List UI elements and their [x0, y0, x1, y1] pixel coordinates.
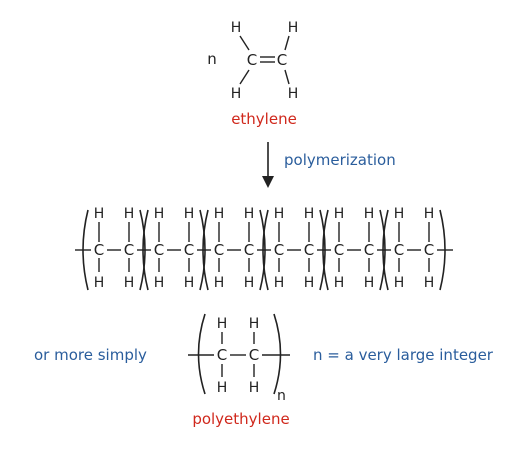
monomer-h-bottom-left: H: [231, 86, 242, 102]
ethylene-label: ethylene: [231, 110, 297, 128]
chain-h-bottom-11: H: [394, 275, 405, 291]
chain-h-bottom-5: H: [214, 275, 225, 291]
chain-h-top-6: H: [244, 206, 255, 222]
chain-paren-open-6: [382, 209, 389, 291]
monomer-bond-h-bl: [239, 69, 250, 85]
monomer-h-bottom-right: H: [288, 86, 299, 102]
reaction-arrow: [262, 142, 274, 188]
monomer-h-top-right: H: [288, 20, 299, 36]
chain-h-top-11: H: [394, 206, 405, 222]
chain-carbon-3: C: [154, 241, 164, 259]
chain-h-bottom-2: H: [124, 275, 135, 291]
chain-paren-open-2: [142, 209, 149, 291]
chain-carbon-8: C: [304, 241, 314, 259]
chain-carbon-1: C: [94, 241, 104, 259]
chain-h-bottom-6: H: [244, 275, 255, 291]
chain-carbon-4: C: [184, 241, 194, 259]
chain-h-top-9: H: [334, 206, 345, 222]
chain-h-top-12: H: [424, 206, 435, 222]
chain-carbon-2: C: [124, 241, 134, 259]
chain-carbon-7: C: [274, 241, 284, 259]
monomer-carbon-left: C: [247, 51, 257, 69]
unit-h-top-1: H: [217, 316, 228, 332]
unit-subscript-n: n: [277, 388, 286, 404]
repeat-unit-structure: H H C C H H n: [188, 313, 290, 404]
chain-h-top-3: H: [154, 206, 165, 222]
chain-h-bottom-4: H: [184, 275, 195, 291]
chain-h-bottom-10: H: [364, 275, 375, 291]
chain-h-top-1: H: [94, 206, 105, 222]
chain-h-bottom-7: H: [274, 275, 285, 291]
chain-paren-open-5: [322, 209, 329, 291]
chain-paren-close-6: [439, 209, 446, 291]
polyethylene-label: polyethylene: [192, 410, 289, 428]
chain-paren-close-5: [379, 209, 386, 291]
chain-paren-close-4: [319, 209, 326, 291]
monomer-coefficient: n: [207, 50, 217, 68]
monomer-h-top-left: H: [231, 20, 242, 36]
unit-h-bottom-2: H: [249, 380, 260, 396]
chain-paren-close-3: [259, 209, 266, 291]
monomer-bond-h-br: [284, 69, 290, 85]
polymerization-label: polymerization: [284, 151, 396, 169]
chain-paren-close-2: [199, 209, 206, 291]
chain-carbon-12: C: [424, 241, 434, 259]
unit-carbon-2: C: [249, 346, 259, 364]
monomer-bond-h-tl: [239, 35, 250, 51]
chain-paren-close-1: [139, 209, 146, 291]
chain-paren-open-1: [82, 209, 89, 291]
n-definition-text: n = a very large integer: [313, 346, 494, 364]
unit-h-top-2: H: [249, 316, 260, 332]
chain-paren-open-3: [202, 209, 209, 291]
chain-h-top-8: H: [304, 206, 315, 222]
chain-h-top-2: H: [124, 206, 135, 222]
chain-h-top-5: H: [214, 206, 225, 222]
chain-carbon-5: C: [214, 241, 224, 259]
chain-h-bottom-8: H: [304, 275, 315, 291]
repeat-unit-close-paren: [273, 313, 282, 395]
chain-h-bottom-1: H: [94, 275, 105, 291]
monomer-carbon-right: C: [277, 51, 287, 69]
chain-h-bottom-3: H: [154, 275, 165, 291]
chain-carbon-10: C: [364, 241, 374, 259]
chain-carbon-9: C: [334, 241, 344, 259]
simplified-lead-text: or more simply: [34, 346, 147, 364]
arrow-head: [262, 176, 274, 188]
chain-h-top-10: H: [364, 206, 375, 222]
ethylene-structure: n H H H H C C: [207, 20, 298, 102]
monomer-bond-h-tr: [284, 35, 290, 51]
chain-h-bottom-12: H: [424, 275, 435, 291]
repeat-unit-open-paren: [197, 313, 206, 395]
chain-carbon-6: C: [244, 241, 254, 259]
chain-paren-open-4: [262, 209, 269, 291]
unit-carbon-1: C: [217, 346, 227, 364]
unit-h-bottom-1: H: [217, 380, 228, 396]
chain-carbon-11: C: [394, 241, 404, 259]
chain-h-top-7: H: [274, 206, 285, 222]
chain-h-bottom-9: H: [334, 275, 345, 291]
chain-h-top-4: H: [184, 206, 195, 222]
